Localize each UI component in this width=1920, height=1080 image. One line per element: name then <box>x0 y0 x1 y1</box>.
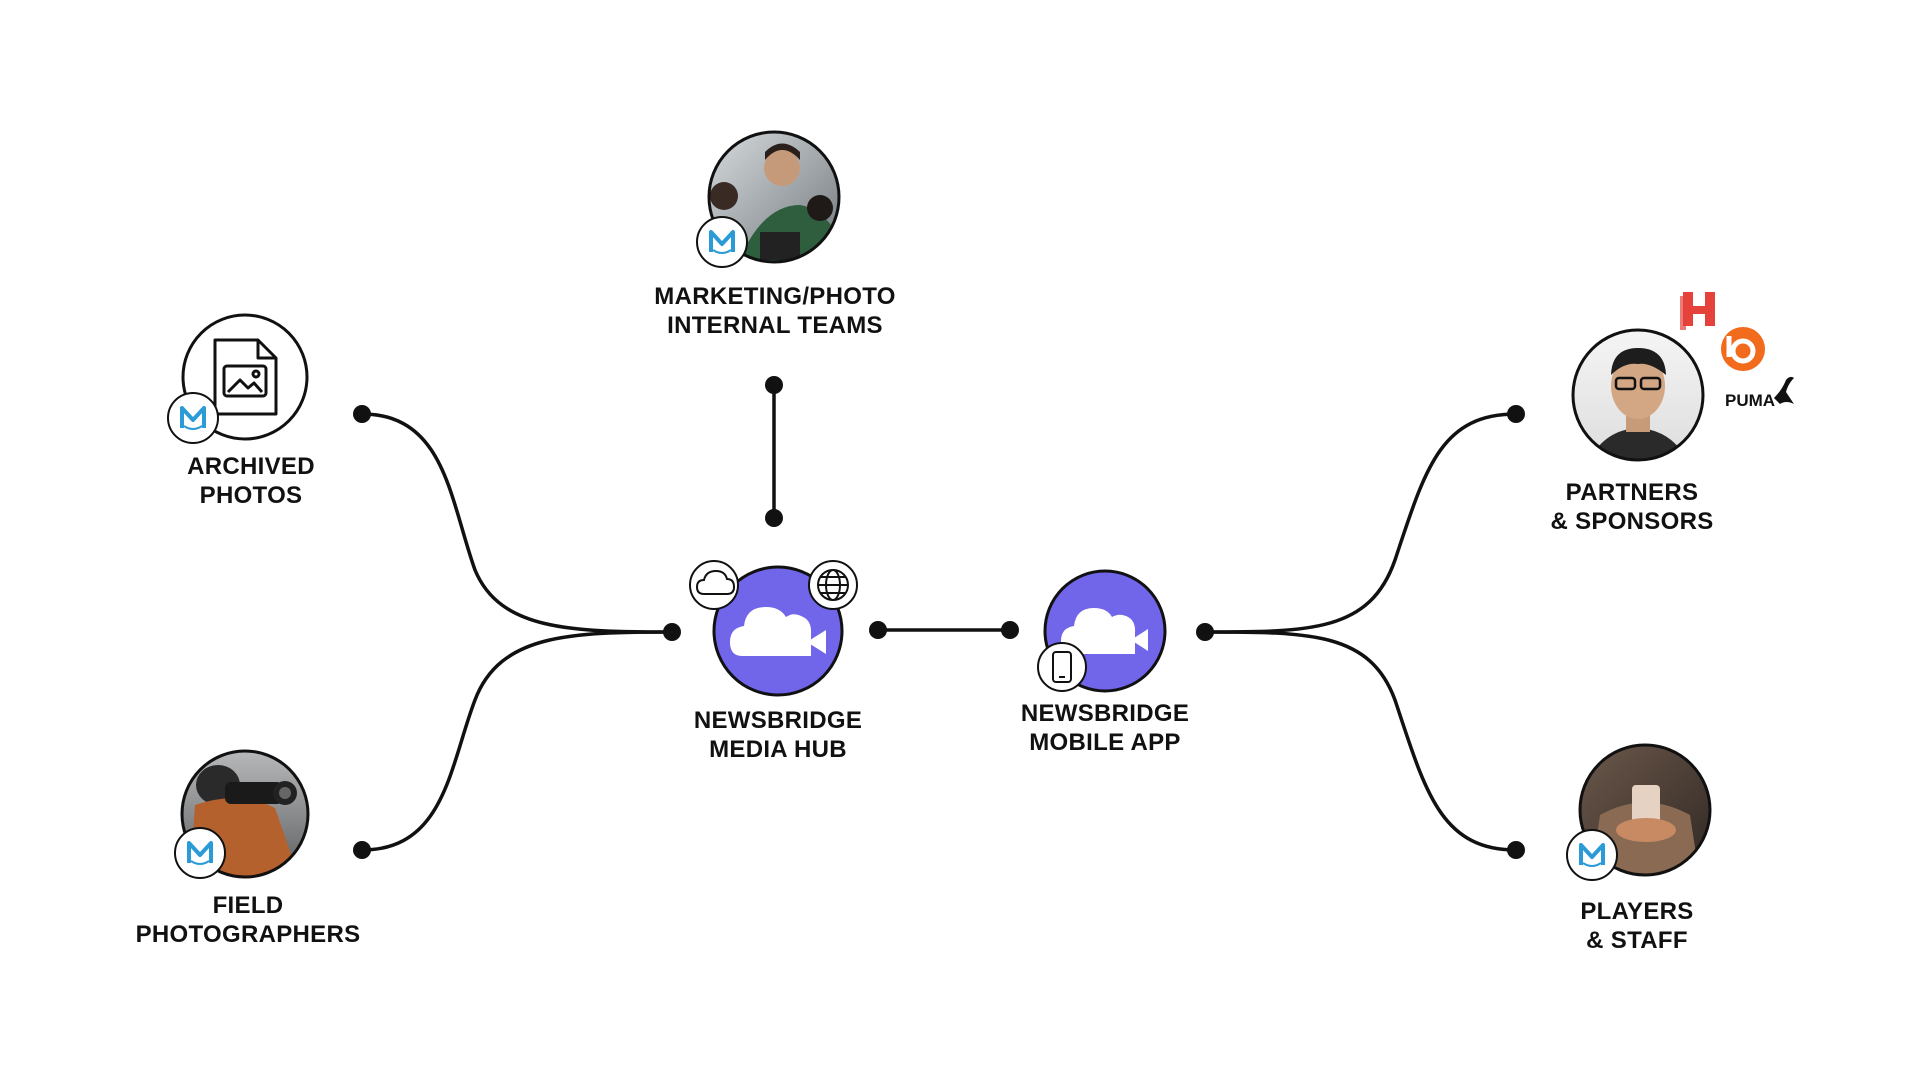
label-line-1: PLAYERS <box>1580 898 1694 925</box>
label-line-2: & SPONSORS <box>1550 508 1714 535</box>
label-line-2: & STAFF <box>1586 927 1688 954</box>
dot-field <box>353 841 371 859</box>
label-line-1: FIELD <box>212 892 284 919</box>
smartphone-icon <box>1037 642 1087 692</box>
connector-mobile-to-players <box>1204 630 1517 852</box>
connector-lines <box>361 385 1517 852</box>
node-mobile-app <box>1037 569 1167 693</box>
connector-field-to-hub <box>361 630 673 852</box>
node-partners-sponsors: PUMA <box>1571 292 1794 462</box>
cloud-icon <box>689 560 739 610</box>
b-logo <box>1721 327 1765 371</box>
dot-marketing-bottom <box>765 509 783 527</box>
label-line-2: MEDIA HUB <box>709 736 847 763</box>
node-players-staff <box>1566 743 1712 881</box>
globe-icon <box>808 560 858 610</box>
node-archived-photos <box>167 313 309 444</box>
dot-players <box>1507 841 1525 859</box>
label-media-hub: NEWSBRIDGE MEDIA HUB <box>608 706 948 764</box>
dot-hub-right <box>869 621 887 639</box>
dot-archived <box>353 405 371 423</box>
club-badge-icon <box>167 392 219 444</box>
puma-logo-text: PUMA <box>1725 391 1775 410</box>
label-line-2: PHOTOGRAPHERS <box>135 921 361 948</box>
club-badge-icon <box>696 216 748 268</box>
label-line-1: MARKETING/PHOTO <box>654 283 896 310</box>
dot-partners <box>1507 405 1525 423</box>
connector-archived-to-hub <box>361 412 673 634</box>
label-line-1: NEWSBRIDGE <box>1020 700 1190 727</box>
node-marketing-teams <box>696 130 841 268</box>
label-partners-sponsors: PARTNERS & SPONSORS <box>1462 478 1802 536</box>
connector-dots <box>353 376 1525 859</box>
club-badge-icon <box>174 827 226 879</box>
node-field-photographers <box>174 749 310 879</box>
label-line-1: ARCHIVED <box>187 453 315 480</box>
label-line-2: INTERNAL TEAMS <box>667 312 883 339</box>
label-archived-photos: ARCHIVED PHOTOS <box>81 452 421 510</box>
dot-hub-left <box>663 623 681 641</box>
label-line-1: PARTNERS <box>1565 479 1699 506</box>
label-field-photographers: FIELD PHOTOGRAPHERS <box>78 891 418 949</box>
cloud-camera-icon <box>1061 608 1148 654</box>
dot-marketing-top <box>765 376 783 394</box>
hotel-h-logo <box>1680 292 1715 330</box>
dot-mobile-right <box>1196 623 1214 641</box>
label-line-2: MOBILE APP <box>1029 729 1181 756</box>
label-line-1: NEWSBRIDGE <box>693 707 863 734</box>
puma-logo: PUMA <box>1725 376 1794 410</box>
label-players-staff: PLAYERS & STAFF <box>1467 897 1807 955</box>
node-media-hub <box>689 560 858 697</box>
label-line-2: PHOTOS <box>199 482 303 509</box>
dot-mobile-left <box>1001 621 1019 639</box>
label-mobile-app: NEWSBRIDGE MOBILE APP <box>935 699 1275 757</box>
club-badge-icon <box>1566 829 1618 881</box>
label-marketing-teams: MARKETING/PHOTO INTERNAL TEAMS <box>605 282 945 340</box>
connector-mobile-to-partners <box>1204 412 1517 634</box>
person-photo <box>1574 331 1702 459</box>
cloud-camera-icon <box>730 607 826 656</box>
image-file-icon <box>213 338 278 416</box>
